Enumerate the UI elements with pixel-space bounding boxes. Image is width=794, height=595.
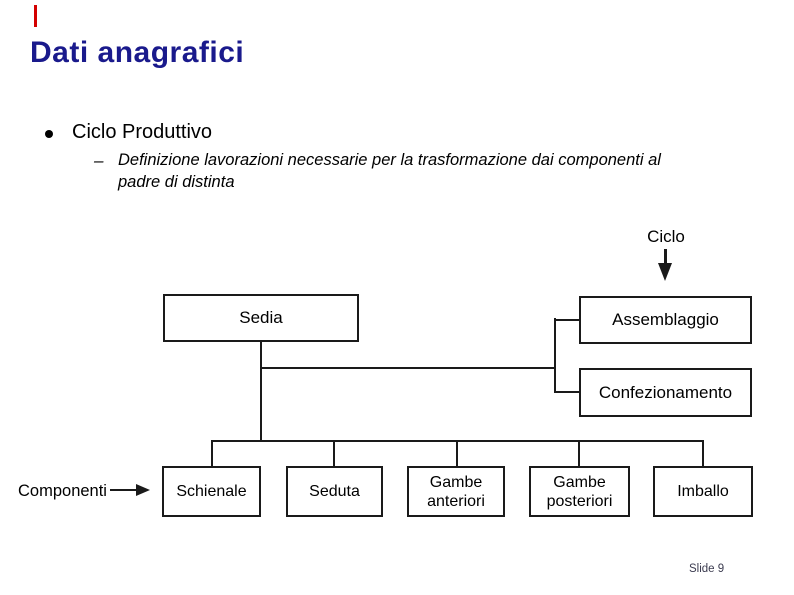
connector-sedia-right [260,367,556,369]
down-arrow-icon [664,249,667,265]
connector-stub-confezionamento [554,391,579,393]
sub-bullet-dash-icon: – [94,151,104,170]
right-arrow-icon [110,489,137,491]
right-arrowhead-icon [136,484,150,496]
connector-right-vertical [554,318,556,393]
diagram-box-schienale: Schienale [162,466,261,517]
connector-drop-schienale [211,440,213,466]
sub-bullet-line: padre di distinta [118,173,235,191]
bullet-icon [45,130,53,138]
ciclo-label: Ciclo [647,227,685,246]
connector-drop-gambe-anteriori [456,440,458,466]
connector-sedia-down [260,342,262,441]
connector-drop-gambe-posteriori [578,440,580,466]
componenti-label: Componenti [18,482,107,500]
diagram-box-gambe-anteriori: Gambe anteriori [407,466,505,517]
slide-number: Slide 9 [689,563,725,575]
down-arrowhead-icon [658,263,672,281]
accent-bar [34,5,37,27]
diagram-box-confezionamento: Confezionamento [579,368,752,417]
sub-bullet-line: Definizione lavorazioni necessarie per l… [118,151,661,169]
diagram-box-sedia: Sedia [163,294,359,342]
connector-stub-assemblaggio [554,319,579,321]
page-title: Dati anagrafici [30,36,245,69]
diagram-box-gambe-posteriori: Gambe posteriori [529,466,630,517]
bullet-item: Ciclo Produttivo [72,121,213,143]
diagram-box-seduta: Seduta [286,466,383,517]
diagram-box-assemblaggio: Assemblaggio [579,296,752,344]
diagram-box-imballo: Imballo [653,466,753,517]
connector-drop-imballo [702,440,704,467]
connector-drop-seduta [333,440,335,466]
